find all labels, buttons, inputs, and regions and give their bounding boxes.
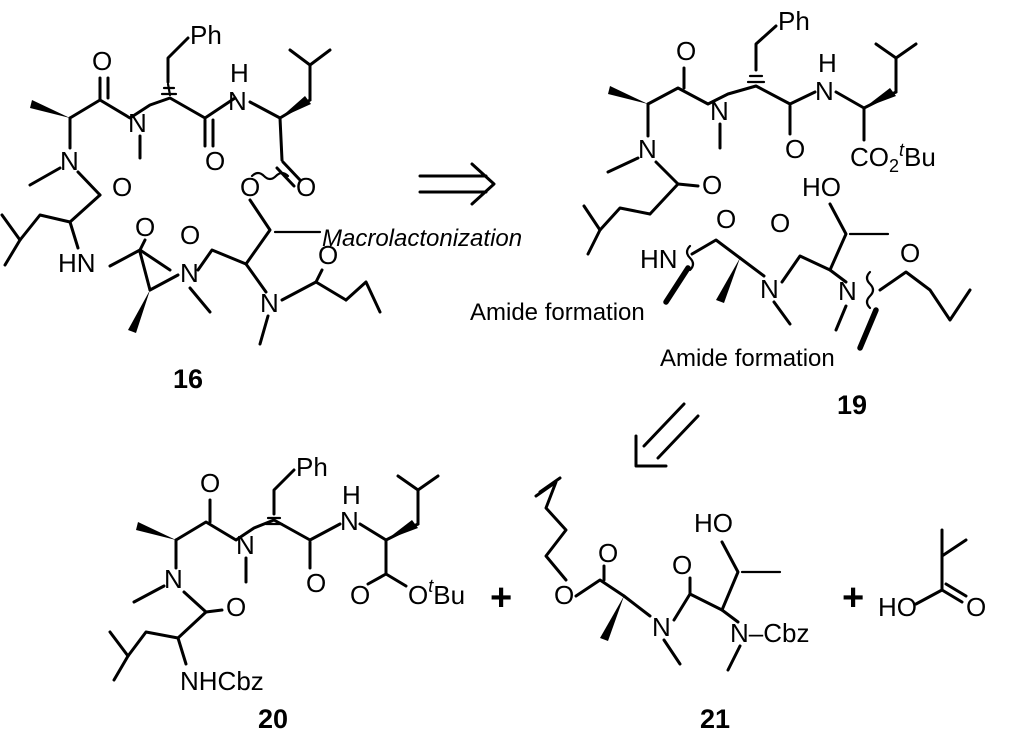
n-label: N [340, 506, 359, 536]
o-label: O [318, 240, 338, 270]
compound-20-structure: Ph O N O H N O OtBu N O NHCbz [108, 452, 465, 696]
o-label: O [672, 550, 692, 580]
o-label: O [350, 580, 370, 610]
o-label: O [240, 172, 260, 202]
compound-16-label: 16 [173, 364, 203, 394]
phenyl-label: Ph [296, 452, 328, 482]
h-label: H [818, 48, 837, 78]
n-label: N [710, 96, 729, 126]
o-label: O [180, 220, 200, 250]
compound-19-label: 19 [837, 390, 867, 420]
amide-formation-annotation-right: Amide formation [660, 345, 835, 372]
o-label: O [226, 592, 246, 622]
o-label: O [598, 538, 618, 568]
phenyl-label: Ph [778, 6, 810, 36]
o-label: O [785, 134, 805, 164]
retrosynthetic-arrow-diagonal [634, 402, 700, 468]
plus-sign: + [490, 577, 512, 619]
retrosynthetic-arrow-horizontal [418, 162, 496, 206]
o-label: O [200, 468, 220, 498]
o-label: O [716, 204, 736, 234]
n-label: N [236, 530, 255, 560]
o-label: O [296, 172, 316, 202]
n-label: N [228, 86, 247, 116]
plus-sign: + [842, 577, 864, 619]
o-label: O [900, 238, 920, 268]
compound-21-structure: O O N O HO N–Cbz [534, 476, 809, 672]
o-label: O [966, 592, 986, 622]
compound-20-label: 20 [258, 704, 288, 734]
n-label: N [128, 108, 147, 138]
n-label: N [760, 274, 779, 304]
o-label: O [92, 46, 112, 76]
n-label: N [260, 288, 279, 318]
o-label: O [554, 580, 574, 610]
ho-label: HO [802, 172, 841, 202]
phenyl-label: Ph [190, 20, 222, 50]
macrolactonization-annotation: Macrolactonization [322, 225, 522, 252]
n-label: N [180, 258, 199, 288]
n-label: N [652, 612, 671, 642]
n-label: N [164, 564, 183, 594]
o-label: O [205, 146, 225, 176]
ncbz-label: N–Cbz [730, 618, 809, 648]
h-label: H [230, 58, 249, 88]
n-label: N [815, 76, 834, 106]
o-label: O [112, 172, 132, 202]
compound-21-label: 21 [700, 704, 730, 734]
hn-label: HN [640, 244, 678, 274]
h-label: H [342, 480, 361, 510]
n-label: N [638, 134, 657, 164]
butyric-acid-structure: HO O [878, 528, 986, 622]
o-label: O [306, 568, 326, 598]
o-label: O [676, 36, 696, 66]
n-label: N [60, 146, 79, 176]
compound-19-structure: Ph O N O H N CO2tBu N O HN O [582, 6, 972, 351]
co2tbu-label: CO2tBu [850, 140, 936, 176]
hn-label: HN [58, 248, 96, 278]
n-label: N [838, 276, 857, 306]
otbu-label: OtBu [408, 576, 465, 610]
o-label: O [770, 208, 790, 238]
o-label: O [702, 170, 722, 200]
o-label: O [135, 212, 155, 242]
ho-label: HO [694, 508, 733, 538]
amide-formation-annotation-left: Amide formation [470, 299, 645, 326]
compound-16-structure: Ph N O O H N O O N [0, 20, 382, 346]
nhcbz-label: NHCbz [180, 666, 264, 696]
ho-label: HO [878, 592, 917, 622]
